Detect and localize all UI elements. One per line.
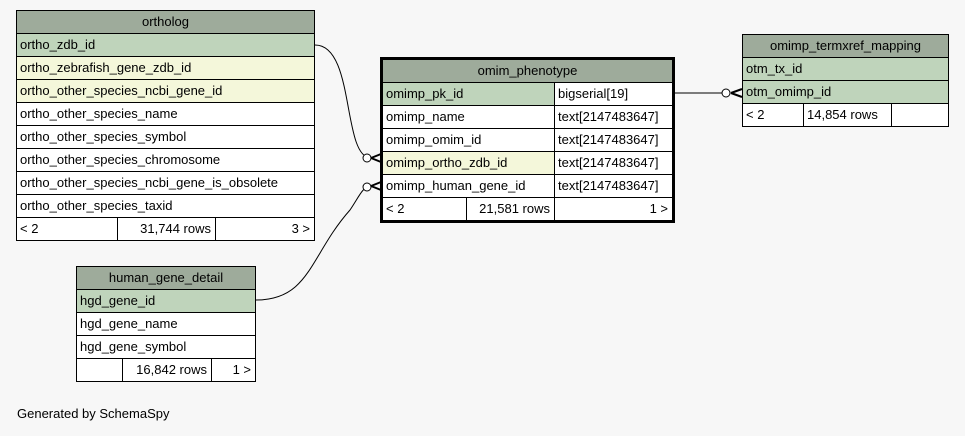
table-header[interactable]: omimp_termxref_mapping xyxy=(743,35,948,58)
column-row[interactable]: ortho_zebrafish_gene_zdb_id xyxy=(17,57,314,80)
column-row[interactable]: hgd_gene_name xyxy=(77,313,255,336)
table-footer: < 2 14,854 rows xyxy=(743,104,948,126)
column-row[interactable]: ortho_other_species_name xyxy=(17,103,314,126)
column-name: ortho_other_species_taxid xyxy=(20,198,173,213)
table-header[interactable]: omim_phenotype xyxy=(383,60,672,83)
column-row[interactable]: ortho_other_species_chromosome xyxy=(17,149,314,172)
edge-human-gene-to-omim-phenotype xyxy=(255,185,371,301)
column-row[interactable]: ortho_other_species_taxid xyxy=(17,195,314,218)
column-name: ortho_other_species_name xyxy=(20,106,178,121)
column-row[interactable]: hgd_gene_id xyxy=(77,290,255,313)
column-type: text[2147483647] xyxy=(554,106,672,128)
edge-ortholog-to-omim-phenotype xyxy=(314,44,371,159)
table-footer: < 2 21,581 rows 1 > xyxy=(383,198,672,220)
column-row[interactable]: ortho_other_species_ncbi_gene_id xyxy=(17,80,314,103)
column-row[interactable]: omimp_omim_id text[2147483647] xyxy=(383,129,672,152)
edge-human-gene-zero-marker xyxy=(362,182,372,192)
row-count: 14,854 rows xyxy=(803,104,891,126)
children-link[interactable]: 1 > xyxy=(211,359,255,381)
row-count: 31,744 rows xyxy=(117,218,215,240)
column-name: ortho_other_species_symbol xyxy=(20,129,187,144)
table-omim-phenotype[interactable]: omim_phenotype omimp_pk_id bigserial[19]… xyxy=(380,57,675,223)
column-type: text[2147483647] xyxy=(554,175,672,197)
column-name: ortho_zebrafish_gene_zdb_id xyxy=(20,60,192,75)
parents-link[interactable]: < 2 xyxy=(746,107,765,122)
children-link[interactable]: 3 > xyxy=(215,218,314,240)
generated-by-label: Generated by SchemaSpy xyxy=(17,406,170,421)
column-name: ortho_other_species_chromosome xyxy=(20,152,221,167)
column-row[interactable]: omimp_pk_id bigserial[19] xyxy=(383,83,672,106)
column-name: omimp_pk_id xyxy=(386,86,464,101)
column-row[interactable]: ortho_other_species_ncbi_gene_is_obsolet… xyxy=(17,172,314,195)
column-name: omimp_omim_id xyxy=(386,132,482,147)
children-link[interactable] xyxy=(891,104,948,126)
table-omimp-termxref-mapping[interactable]: omimp_termxref_mapping otm_tx_id otm_omi… xyxy=(742,34,949,127)
column-name: omimp_human_gene_id xyxy=(386,178,526,193)
table-footer: 16,842 rows 1 > xyxy=(77,359,255,381)
column-row[interactable]: otm_omimp_id xyxy=(743,81,948,104)
column-name: ortho_other_species_ncbi_gene_id xyxy=(20,83,223,98)
table-header[interactable]: human_gene_detail xyxy=(77,267,255,290)
column-row[interactable]: omimp_human_gene_id text[2147483647] xyxy=(383,175,672,198)
column-name: hgd_gene_id xyxy=(80,293,156,308)
column-row[interactable]: ortho_zdb_id xyxy=(17,34,314,57)
row-count: 16,842 rows xyxy=(122,359,211,381)
children-link[interactable]: 1 > xyxy=(554,198,672,220)
parents-link[interactable]: < 2 xyxy=(20,221,39,236)
column-row[interactable]: omimp_ortho_zdb_id text[2147483647] xyxy=(383,152,672,175)
column-row[interactable]: hgd_gene_symbol xyxy=(77,336,255,359)
column-name: ortho_zdb_id xyxy=(20,37,96,52)
row-count: 21,581 rows xyxy=(466,198,554,220)
column-name: ortho_other_species_ncbi_gene_is_obsolet… xyxy=(20,175,279,190)
column-row[interactable]: otm_tx_id xyxy=(743,58,948,81)
column-row[interactable]: omimp_name text[2147483647] xyxy=(383,106,672,129)
column-type: text[2147483647] xyxy=(554,129,672,151)
parents-link[interactable] xyxy=(77,359,122,381)
edge-termxref-zero-marker xyxy=(721,88,731,98)
column-name: hgd_gene_symbol xyxy=(80,339,187,354)
parents-link[interactable]: < 2 xyxy=(386,201,405,216)
table-footer: < 2 31,744 rows 3 > xyxy=(17,218,314,240)
table-ortholog[interactable]: ortholog ortho_zdb_id ortho_zebrafish_ge… xyxy=(16,10,315,241)
edge-ortholog-zero-marker xyxy=(362,153,372,163)
column-row[interactable]: ortho_other_species_symbol xyxy=(17,126,314,149)
edge-human-gene-crowfoot xyxy=(370,181,382,191)
edge-ortholog-crowfoot xyxy=(370,153,382,163)
edge-termxref-crowfoot xyxy=(730,88,743,98)
column-name: omimp_ortho_zdb_id xyxy=(386,155,508,170)
column-name: otm_omimp_id xyxy=(746,84,832,99)
table-header[interactable]: ortholog xyxy=(17,11,314,34)
column-name: omimp_name xyxy=(386,109,465,124)
column-name: hgd_gene_name xyxy=(80,316,178,331)
column-name: otm_tx_id xyxy=(746,61,803,76)
column-type: text[2147483647] xyxy=(554,152,672,174)
table-human-gene-detail[interactable]: human_gene_detail hgd_gene_id hgd_gene_n… xyxy=(76,266,256,382)
column-type: bigserial[19] xyxy=(554,83,672,105)
